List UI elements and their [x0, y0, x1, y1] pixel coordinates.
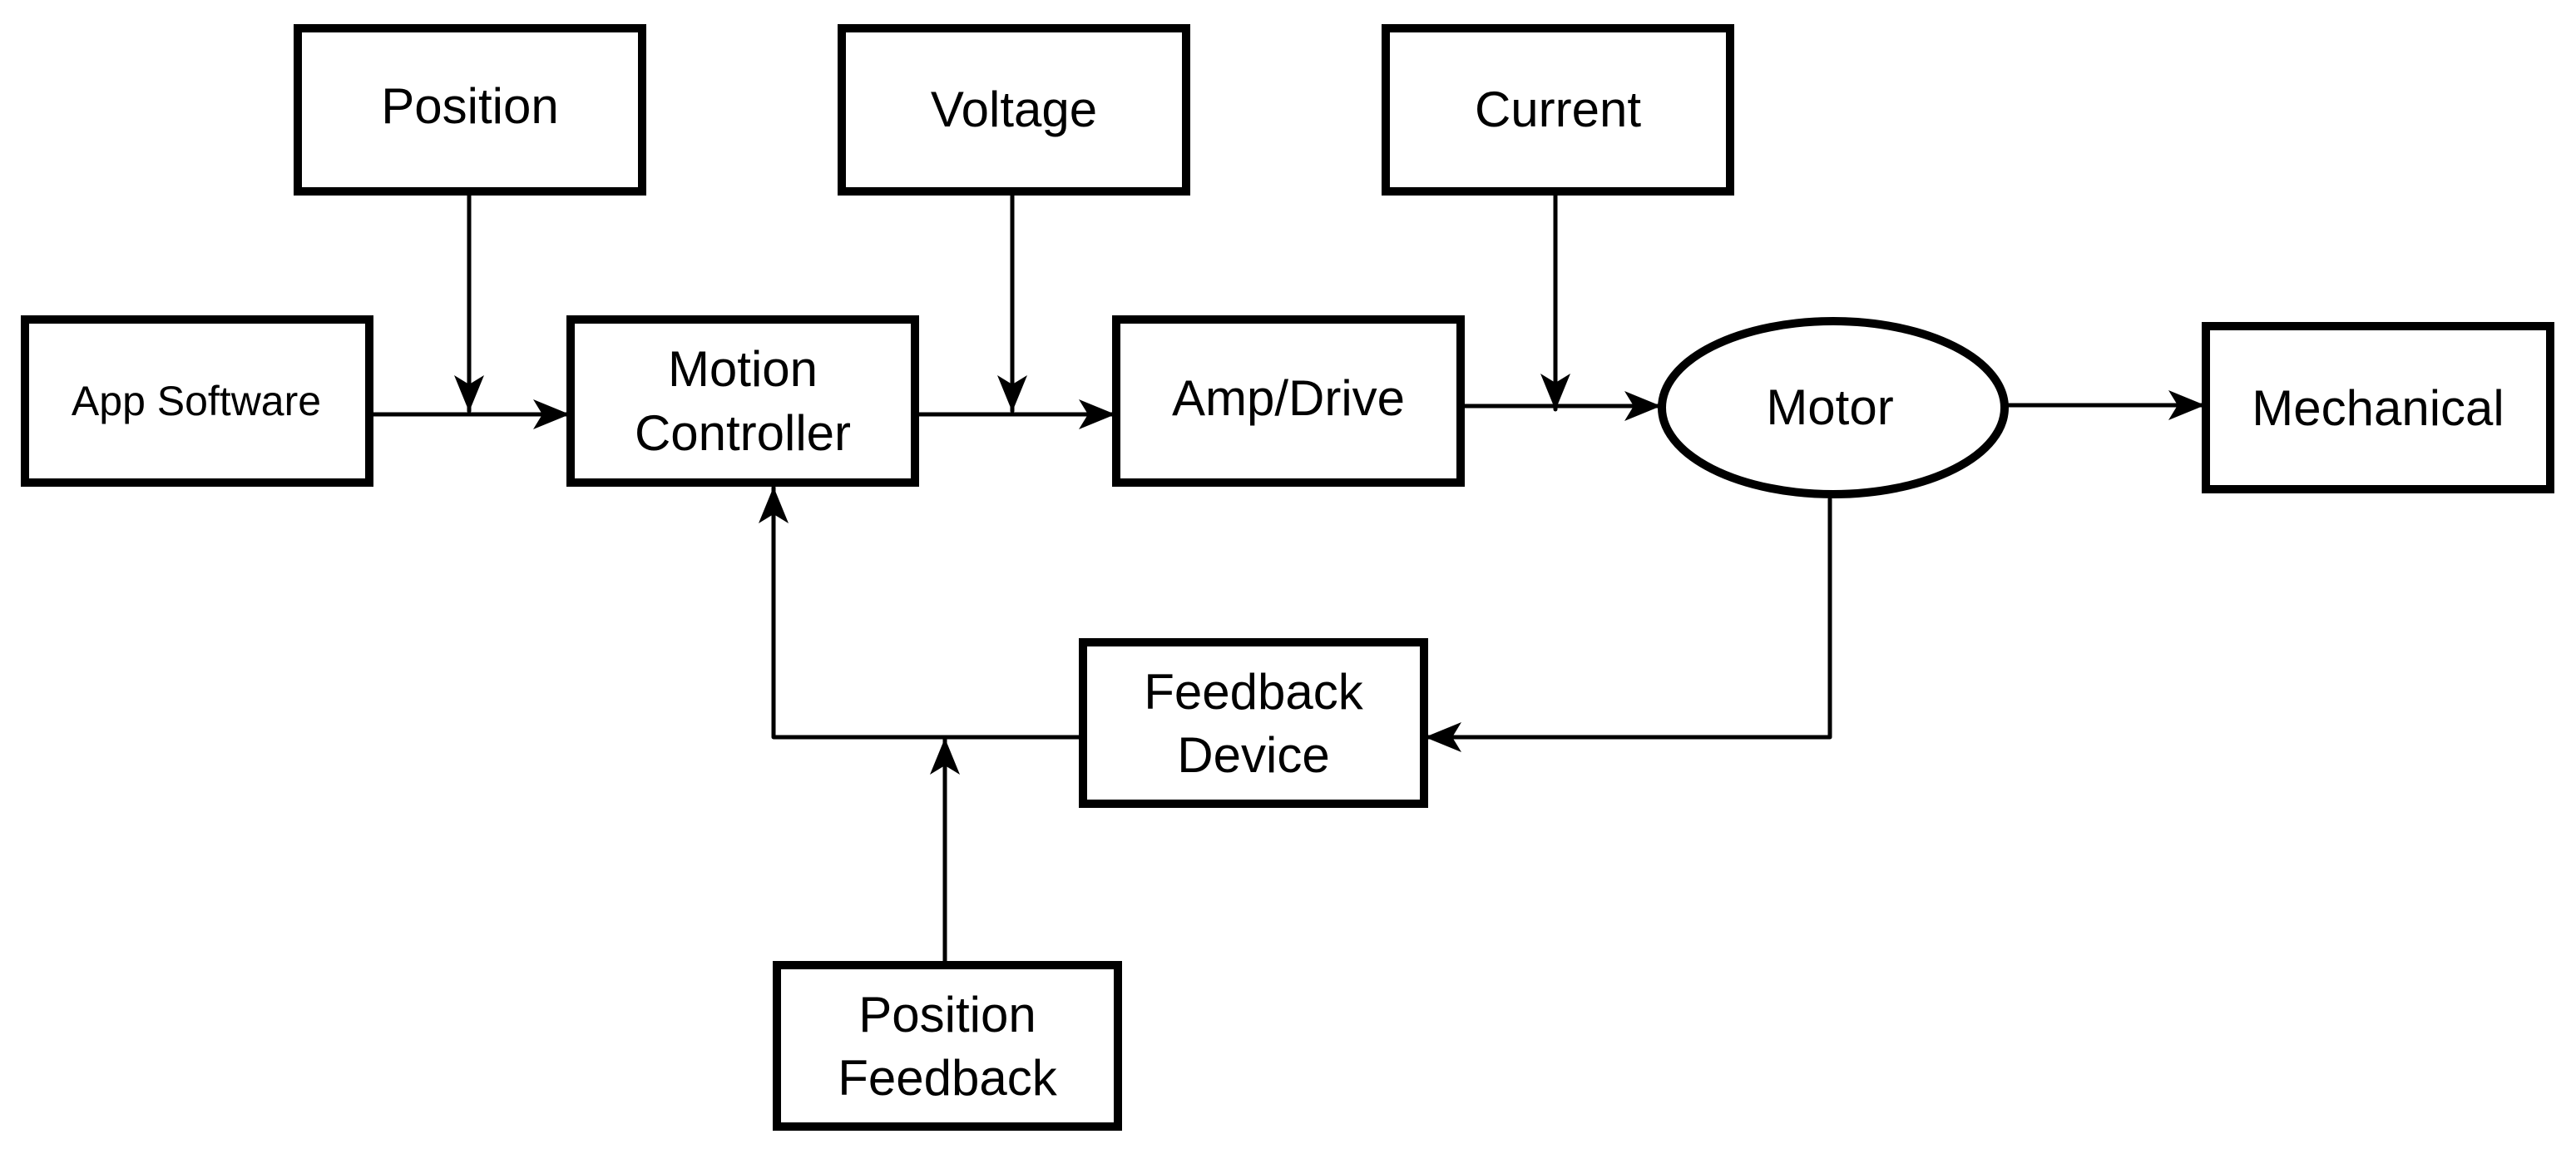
- connectors: [370, 191, 2207, 966]
- block-position-feedback: Position Feedback: [773, 961, 1122, 1131]
- block-current-label: Current: [1475, 82, 1641, 137]
- block-feedback-device-label-line2: Device: [1177, 727, 1329, 783]
- block-app-software: App Software: [21, 315, 373, 487]
- block-voltage: Voltage: [838, 24, 1190, 196]
- connector-feedback-device-to-motion-controller: [759, 485, 1084, 740]
- block-voltage-label: Voltage: [931, 82, 1097, 137]
- block-current: Current: [1382, 24, 1734, 196]
- block-mechanical: Mechanical: [2202, 322, 2554, 493]
- block-feedback-device: Feedback Device: [1079, 638, 1428, 808]
- block-position-feedback-label-line1: Position: [858, 987, 1036, 1043]
- block-motion-controller-label-line1: Motion: [668, 341, 818, 397]
- block-motor-label: Motor: [1766, 379, 1893, 435]
- block-position-feedback-label-line2: Feedback: [838, 1050, 1057, 1106]
- block-feedback-device-label-line1: Feedback: [1144, 664, 1363, 720]
- connector-motor-to-feedback-device: [1423, 497, 1832, 752]
- block-position-label: Position: [381, 78, 558, 134]
- block-amp-drive-label: Amp/Drive: [1172, 370, 1405, 426]
- block-position: Position: [294, 24, 646, 196]
- block-motor: Motor: [1658, 317, 2009, 498]
- block-mechanical-label: Mechanical: [2252, 380, 2504, 436]
- block-amp-drive: Amp/Drive: [1112, 315, 1465, 487]
- block-app-software-label: App Software: [72, 378, 321, 424]
- block-motion-controller: Motion Controller: [566, 315, 919, 487]
- block-motion-controller-label-line2: Controller: [635, 405, 851, 461]
